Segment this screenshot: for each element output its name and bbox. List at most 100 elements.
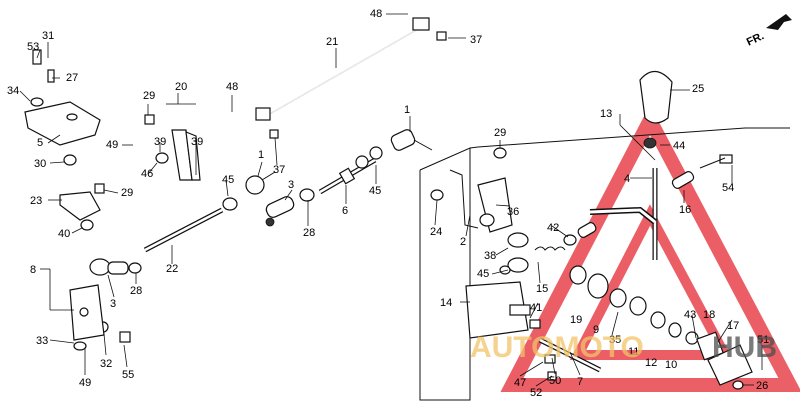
- leader-line: [611, 311, 619, 336]
- part-label: 1: [404, 104, 410, 116]
- lever-20: [171, 129, 201, 181]
- part-label: 3: [110, 298, 116, 310]
- front-direction-label: FR.: [745, 30, 766, 48]
- part-label: 23: [30, 195, 42, 207]
- part-label: 36: [507, 206, 519, 218]
- leader-line: [103, 189, 119, 194]
- part-label: 28: [130, 285, 142, 297]
- part-labels: 1 1 2 3 3 4 5 6 7 8 9 10 11 12 13 14 15 …: [7, 8, 769, 399]
- part-label: 25: [692, 83, 704, 95]
- bracket-14: [465, 281, 529, 339]
- part-label: 39: [191, 136, 203, 148]
- part-label: 8: [30, 264, 36, 276]
- part-label: 6: [342, 205, 348, 217]
- part-label: 10: [665, 359, 677, 371]
- part-label: 53: [27, 41, 39, 53]
- part-label: 48: [226, 81, 238, 93]
- ball-joint-3: [265, 196, 295, 227]
- shift-lever-13: [589, 168, 658, 260]
- part-label: 14: [440, 297, 452, 309]
- leader-line: [49, 161, 65, 164]
- leader-line: [551, 225, 569, 238]
- leader-line: [537, 261, 541, 284]
- leader-line: [619, 124, 656, 161]
- part-label: 2: [460, 236, 466, 248]
- part-label: 37: [470, 34, 482, 46]
- leader-line: [717, 319, 733, 343]
- part-label: 20: [175, 81, 187, 93]
- part-label: 12: [645, 357, 657, 369]
- part-label: 52: [530, 387, 542, 399]
- boots-and-rings: [430, 147, 753, 390]
- part-label: 1: [258, 149, 264, 161]
- leader-line: [123, 344, 128, 368]
- part-label: 45: [477, 268, 489, 280]
- part-label: 37: [273, 164, 285, 176]
- part-label: 34: [7, 85, 19, 97]
- leader-lines: [19, 13, 763, 387]
- part-label: 4: [624, 173, 630, 185]
- leader-line: [465, 214, 471, 237]
- leader-line: [47, 134, 61, 144]
- part-label: 31: [42, 30, 54, 42]
- leader-line: [49, 339, 75, 344]
- leader-line: [551, 357, 556, 375]
- part-label: 18: [703, 309, 715, 321]
- part-label: 33: [36, 335, 48, 347]
- bracket-23: [59, 191, 101, 221]
- part-label: 54: [722, 182, 734, 194]
- leader-line: [529, 302, 539, 319]
- part-label: 11: [628, 346, 639, 358]
- part-label: 43: [684, 309, 696, 321]
- part-label: 21: [326, 36, 338, 48]
- leader-line: [19, 90, 31, 102]
- leader-line: [103, 333, 107, 356]
- leader-line: [491, 269, 509, 275]
- part-label: 29: [121, 187, 133, 199]
- shift-rod: [143, 207, 224, 253]
- part-label: 46: [141, 168, 153, 180]
- part-label: 27: [66, 72, 78, 84]
- part-label: 13: [600, 108, 612, 120]
- part-label: 15: [536, 283, 548, 295]
- part-label: 3: [288, 179, 294, 191]
- leader-line: [225, 179, 229, 197]
- watermark-logo: AUTOMOTO HUB: [470, 331, 777, 364]
- leader-line: [691, 314, 697, 339]
- leader-line: [71, 227, 83, 234]
- shift-cable: [255, 17, 447, 139]
- part-label: 9: [593, 324, 599, 336]
- part-label: 51: [757, 334, 769, 346]
- part-label: 42: [547, 222, 559, 234]
- leader-line: [36, 49, 41, 59]
- part-label: 41: [530, 302, 542, 314]
- leader-line: [107, 274, 115, 298]
- part-label: 38: [484, 250, 496, 262]
- leader-line: [284, 189, 293, 201]
- watermark-text-left: AUTOMOTO: [470, 331, 644, 364]
- part-label: 48: [370, 8, 382, 20]
- part-label: 22: [166, 263, 178, 275]
- part-label: 19: [570, 314, 582, 326]
- ball-joint-1-mid: [245, 171, 276, 195]
- shift-knob-25: [639, 70, 673, 124]
- part-label: 24: [430, 226, 442, 238]
- part-label: 49: [106, 139, 118, 151]
- leader-line: [147, 162, 158, 175]
- part-label: 49: [79, 377, 91, 389]
- part-label: 28: [303, 227, 315, 239]
- part-label: 40: [58, 228, 70, 240]
- front-direction-arrow: FR.: [745, 14, 792, 49]
- part-label: 50: [549, 375, 561, 387]
- leader-line: [519, 361, 544, 377]
- leader-line: [569, 351, 581, 376]
- leader-line: [274, 137, 278, 166]
- part-label: 5: [37, 137, 43, 149]
- part-label: 16: [679, 204, 691, 216]
- watermark-triangle: [500, 104, 800, 392]
- leader-line: [495, 247, 509, 256]
- part-label: 29: [494, 127, 506, 139]
- part-label: 45: [222, 174, 234, 186]
